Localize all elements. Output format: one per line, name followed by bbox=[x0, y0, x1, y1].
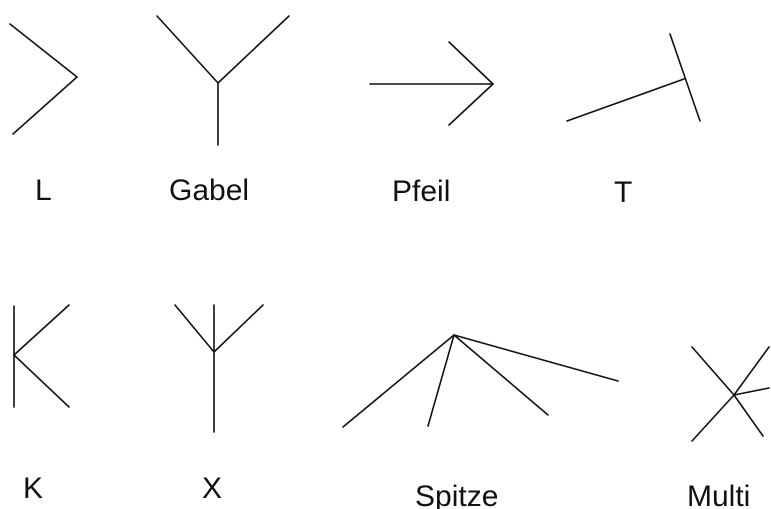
junction-gabel-right-branch bbox=[217, 15, 290, 84]
junction-k bbox=[13, 304, 70, 408]
junction-multi-lower-right-ray bbox=[733, 394, 764, 437]
junction-k-upper-arm bbox=[13, 304, 70, 356]
junction-gabel-left-branch bbox=[156, 15, 219, 84]
junction-spitze-left-ray bbox=[342, 334, 455, 428]
junction-spitze-inner-right-ray bbox=[453, 334, 549, 416]
junction-spitze-right-ray bbox=[453, 334, 619, 382]
junction-multi-label: Multi bbox=[687, 480, 750, 509]
junction-multi-lower-left-ray bbox=[691, 394, 735, 442]
junction-x-right-arm bbox=[213, 304, 264, 353]
junction-t-bar bbox=[669, 33, 701, 122]
junction-gabel-label: Gabel bbox=[169, 174, 249, 207]
junction-pfeil-upper-barb bbox=[448, 41, 494, 85]
junction-multi-right-ray bbox=[733, 387, 770, 396]
junction-l-upper-stroke bbox=[9, 23, 78, 78]
junction-pfeil-label: Pfeil bbox=[392, 175, 450, 208]
junction-k-label: K bbox=[23, 472, 43, 505]
junction-spitze-inner-left-ray bbox=[427, 334, 455, 427]
junction-spitze-label: Spitze bbox=[415, 480, 498, 509]
junction-multi-upper-right-ray bbox=[733, 346, 770, 396]
junction-t-label: T bbox=[614, 176, 632, 209]
junction-pfeil-lower-barb bbox=[448, 83, 494, 126]
junction-l bbox=[9, 23, 78, 135]
junction-x-label: X bbox=[202, 472, 222, 505]
junction-multi bbox=[691, 346, 770, 442]
junction-spitze bbox=[342, 334, 619, 428]
junction-l-lower-stroke bbox=[12, 76, 78, 135]
junction-x bbox=[174, 304, 264, 433]
junction-pfeil bbox=[369, 41, 494, 126]
junction-multi-upper-left-ray bbox=[691, 346, 735, 396]
junction-t bbox=[566, 33, 701, 122]
junction-x-left-arm bbox=[174, 304, 215, 353]
junction-l-label: L bbox=[35, 174, 52, 207]
junction-t-stem bbox=[566, 78, 685, 122]
junction-k-lower-arm bbox=[13, 354, 70, 408]
junction-gabel bbox=[156, 15, 290, 146]
